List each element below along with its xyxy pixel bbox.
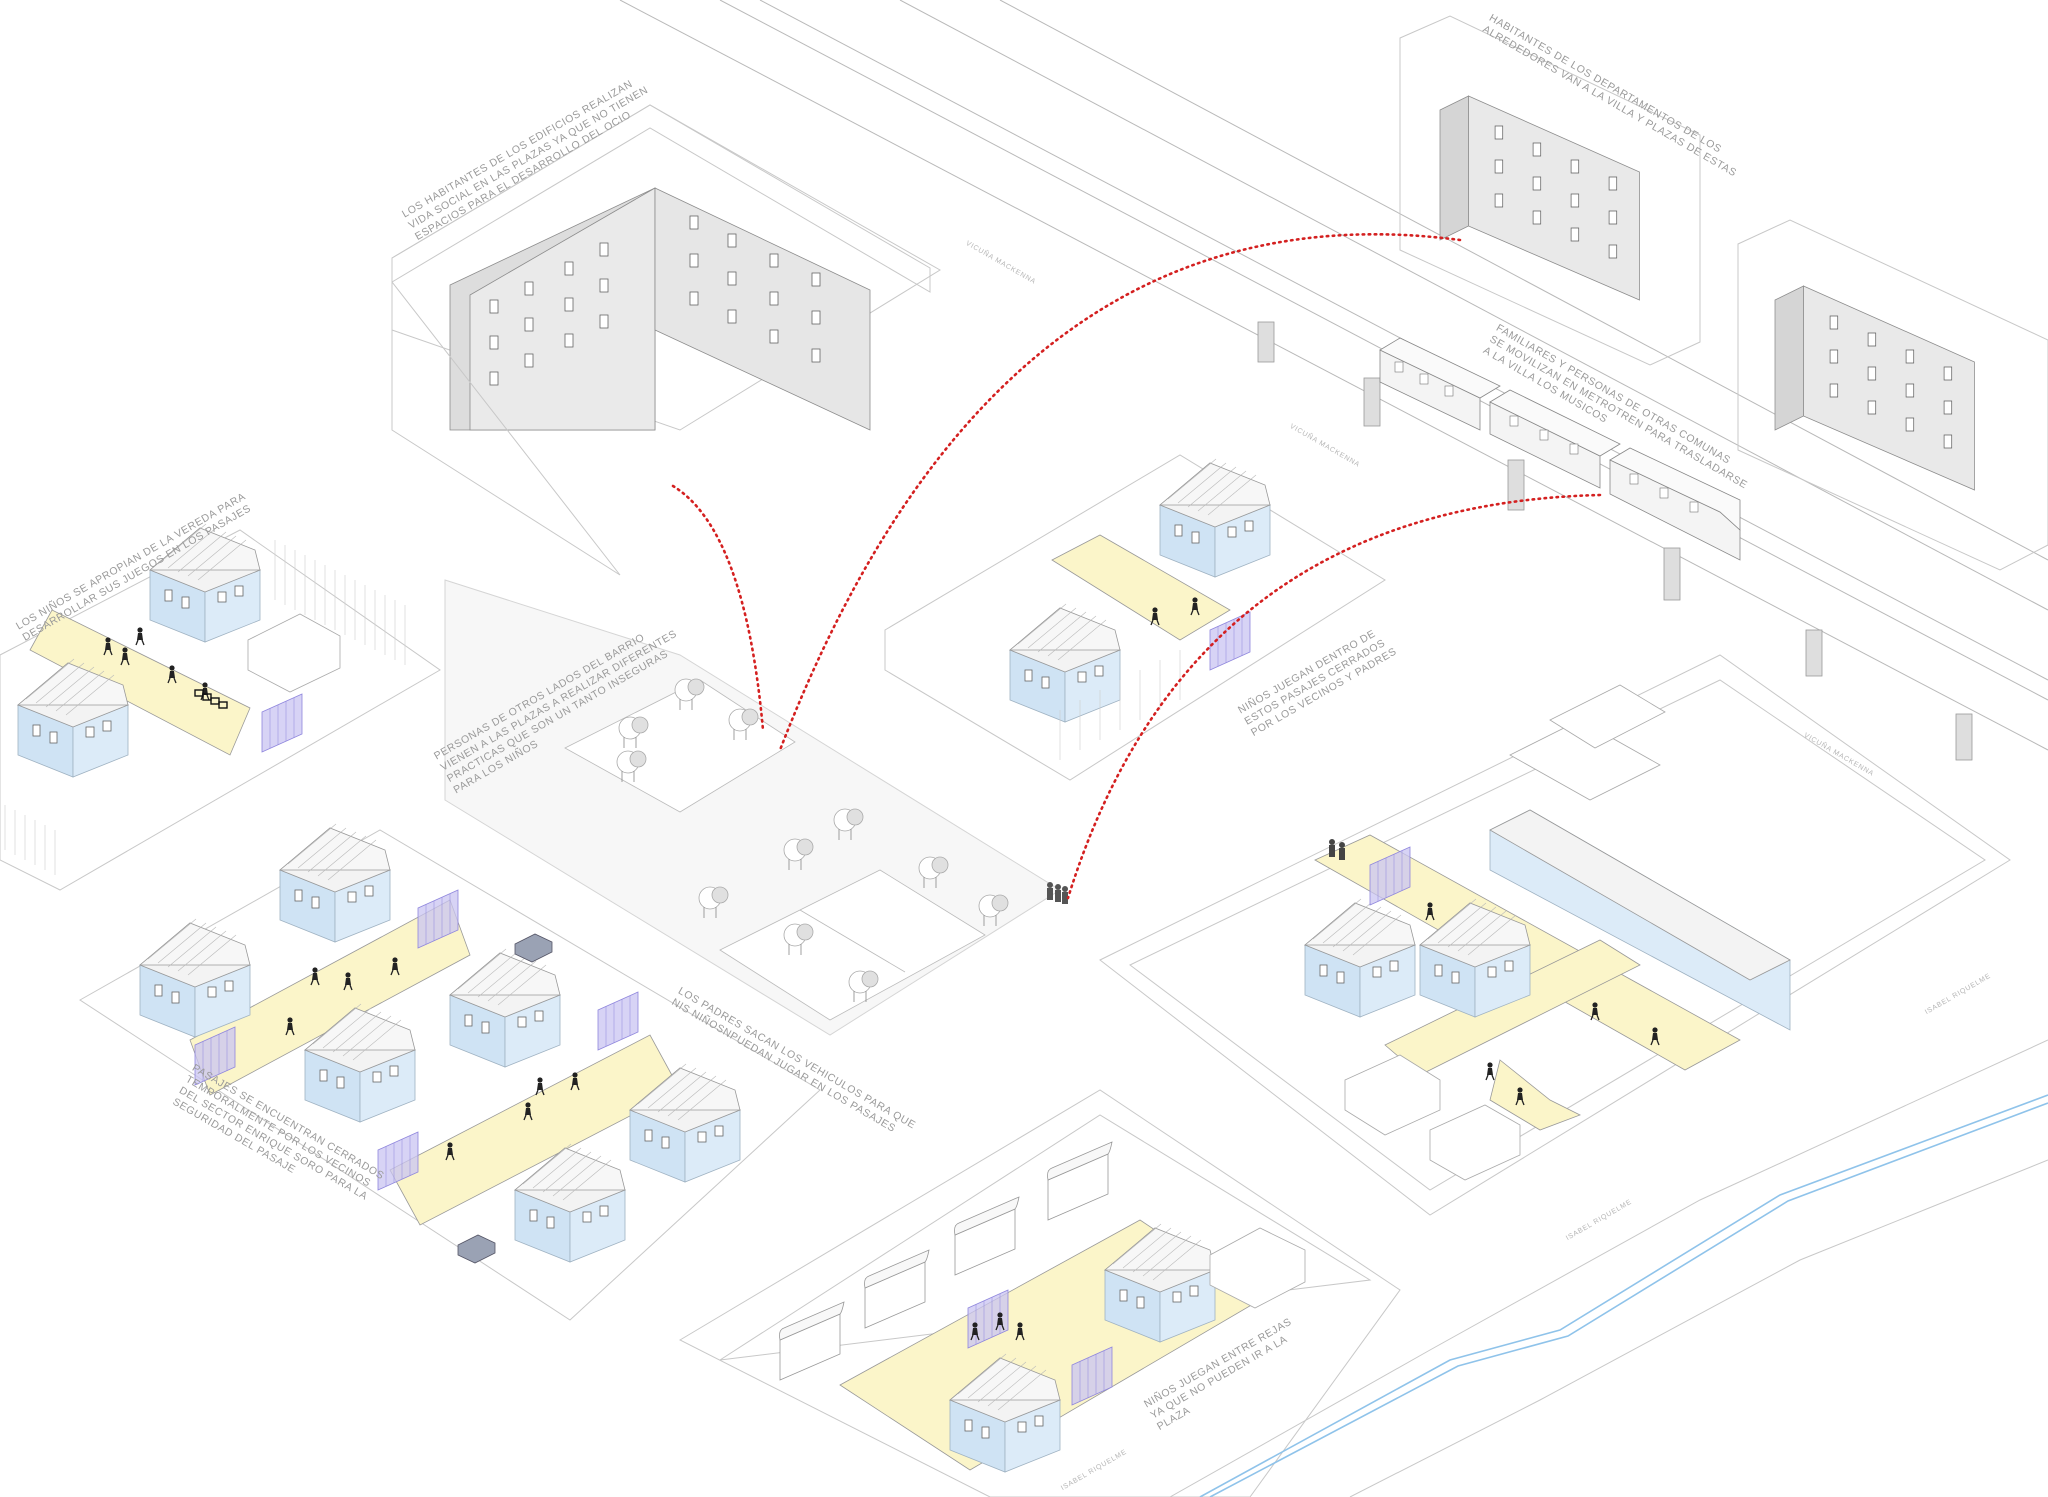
block-east — [1099, 654, 2011, 1216]
block-southwest — [79, 823, 821, 1321]
metro-train — [1379, 337, 1741, 561]
apartment-block-center — [391, 104, 941, 576]
block-south — [678, 1089, 1401, 1497]
apartment-block-north — [1399, 15, 1701, 366]
apartment-block-east — [1737, 219, 2048, 571]
central-plaza — [444, 579, 1068, 1036]
block-northwest — [0, 523, 441, 891]
connection-apartments-to-plaza — [778, 232, 1462, 752]
connection-metro-to-plaza — [1066, 493, 1602, 900]
canal — [1199, 1094, 2048, 1497]
railway-pillars — [1257, 321, 1973, 761]
connection-buildings-to-plaza — [671, 484, 765, 732]
hopscotch — [194, 689, 228, 709]
block-north-passage — [884, 454, 1386, 781]
connection-lines — [671, 232, 1602, 900]
road-edges — [1169, 1039, 2048, 1497]
